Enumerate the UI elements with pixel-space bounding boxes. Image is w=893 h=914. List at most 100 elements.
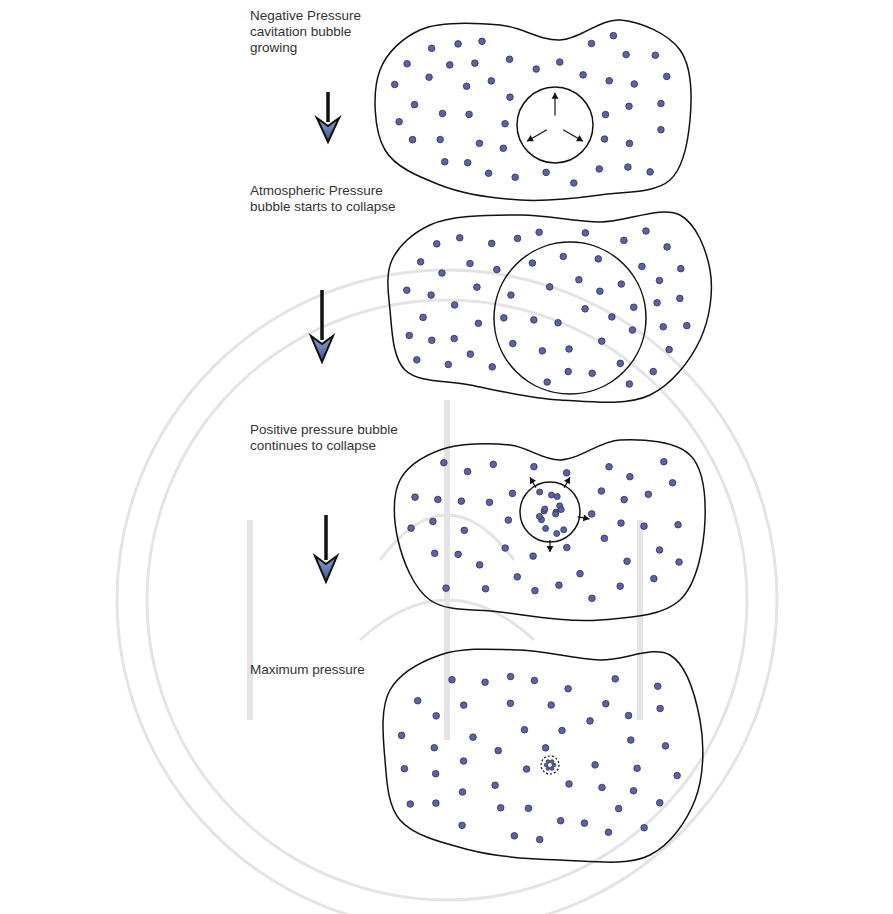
cell-stage xyxy=(388,212,712,403)
molecule-dot xyxy=(433,241,440,248)
molecule-dot xyxy=(618,281,625,288)
collapsed-bubble xyxy=(541,756,559,774)
molecule-dot xyxy=(514,235,521,242)
molecule-dot xyxy=(456,235,463,242)
stage-label: Atmospheric Pressure bubble starts to co… xyxy=(250,183,400,215)
molecule-dot xyxy=(641,824,648,831)
molecule-dot xyxy=(446,62,453,69)
molecule-dot xyxy=(621,237,628,244)
molecule-dot xyxy=(459,822,466,829)
pressure-arrowhead xyxy=(547,546,554,552)
molecule-dot xyxy=(495,747,502,754)
molecule-dot xyxy=(497,804,504,811)
cell-stage xyxy=(394,440,705,621)
molecule-dot xyxy=(660,323,667,330)
molecule-dot xyxy=(606,463,613,470)
molecule-dot xyxy=(610,32,617,39)
watermark-seal xyxy=(117,270,777,914)
molecule-dot xyxy=(464,468,471,475)
molecule-dot xyxy=(657,705,664,712)
pressure-arrowhead xyxy=(564,477,570,484)
molecule-dot xyxy=(433,713,440,720)
molecule-dot xyxy=(626,381,633,388)
molecule-dot xyxy=(645,491,652,498)
molecule-dot xyxy=(662,743,669,750)
down-arrow xyxy=(311,92,339,582)
molecule-dot xyxy=(428,45,435,52)
molecule-dot xyxy=(554,530,560,536)
molecule-dot xyxy=(521,726,528,733)
molecule-dot xyxy=(580,72,587,79)
molecule-dot xyxy=(476,562,483,569)
molecule-dot xyxy=(529,260,536,267)
molecule-dot xyxy=(443,585,450,592)
pressure-arrowhead xyxy=(530,477,536,484)
molecule-dot xyxy=(428,292,435,299)
molecule-dot xyxy=(470,734,477,741)
molecule-dot xyxy=(630,304,637,311)
molecule-dot xyxy=(666,346,673,353)
molecule-dot xyxy=(463,83,470,90)
molecule-dot xyxy=(669,480,676,487)
molecule-dot xyxy=(554,494,560,500)
molecule-dot xyxy=(414,697,421,704)
cell-stage xyxy=(383,649,703,862)
molecule-dot xyxy=(475,320,482,327)
molecule-dot xyxy=(592,762,599,769)
cell-outline xyxy=(394,440,705,621)
molecule-dot xyxy=(556,59,563,66)
molecule-dot xyxy=(558,507,564,513)
molecule-dot xyxy=(556,582,563,589)
molecule-dot xyxy=(459,789,466,796)
molecule-dot xyxy=(406,332,413,339)
molecule-dot xyxy=(536,513,542,519)
molecule-dot xyxy=(414,357,421,364)
molecule-dot xyxy=(564,544,571,551)
molecule-dot xyxy=(536,836,543,843)
molecule-dot xyxy=(404,60,411,67)
molecule-dot xyxy=(461,527,468,534)
stage-label: Negative Pressure cavitation bubble grow… xyxy=(250,8,400,57)
molecule-dot xyxy=(449,676,456,683)
molecule-dot xyxy=(641,523,648,530)
molecule-dot xyxy=(577,570,584,577)
molecule-dot xyxy=(488,78,495,85)
molecule-dot xyxy=(597,288,604,295)
molecule-dot xyxy=(675,521,682,528)
molecule-dot xyxy=(512,174,519,181)
molecule-dot xyxy=(482,679,489,686)
pressure-arrow xyxy=(530,477,536,487)
molecule-dot xyxy=(531,677,538,684)
molecule-dot xyxy=(502,120,509,127)
molecule-dot xyxy=(626,103,633,110)
molecule-dot xyxy=(656,799,663,806)
molecule-dot xyxy=(565,368,572,375)
molecule-dot xyxy=(523,766,530,773)
molecule-dot xyxy=(618,520,625,527)
stage-label: Maximum pressure xyxy=(250,662,400,678)
molecule-dot xyxy=(507,700,514,707)
molecule-dot xyxy=(411,101,418,108)
molecule-dot xyxy=(514,574,521,581)
molecule-dot xyxy=(476,140,483,147)
molecule-dot xyxy=(599,784,606,791)
pressure-arrow xyxy=(564,477,570,487)
pressure-arrowhead xyxy=(552,93,559,99)
molecule-dot xyxy=(587,718,594,725)
molecule-dot xyxy=(650,368,657,375)
molecule-dot xyxy=(396,118,403,125)
molecule-dot xyxy=(485,170,492,177)
pressure-arrow xyxy=(563,130,583,141)
molecule-dot xyxy=(606,77,613,84)
cavitation-bubble xyxy=(494,242,646,394)
molecule-dot xyxy=(494,266,501,273)
molecule-dot xyxy=(542,506,548,512)
molecule-dot xyxy=(576,276,583,283)
molecule-dot xyxy=(602,700,609,707)
molecule-dot xyxy=(581,820,588,827)
molecule-dot xyxy=(536,229,543,236)
molecule-dot xyxy=(451,302,458,309)
cell-outline xyxy=(388,212,712,403)
molecule-dot xyxy=(589,370,596,377)
